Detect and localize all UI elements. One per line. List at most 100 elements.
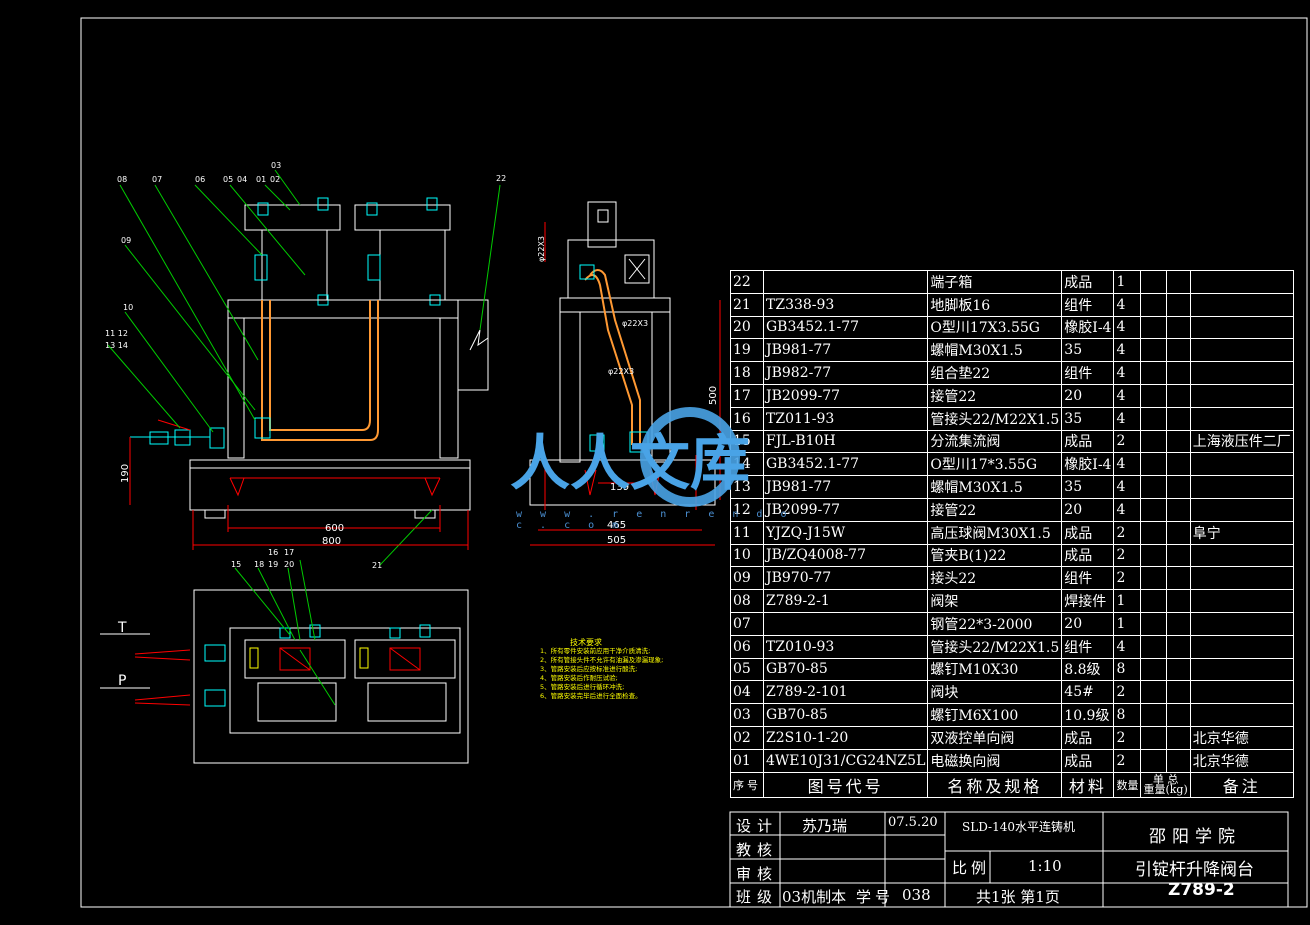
bom-cell-empty bbox=[1166, 703, 1191, 727]
bom-cell-code: GB70-85 bbox=[762, 703, 929, 727]
bom-cell-empty bbox=[1140, 657, 1168, 682]
bom-cell-empty bbox=[1166, 292, 1191, 317]
bom-cell-qty: 2 bbox=[1113, 748, 1142, 773]
dim-600: 600 bbox=[325, 523, 344, 534]
callout-07: 07 bbox=[152, 175, 162, 184]
bom-cell-name: 螺帽M30X1.5 bbox=[927, 475, 1063, 499]
dim-190: 190 bbox=[120, 464, 131, 483]
bom-cell-name: 阀架 bbox=[927, 589, 1063, 613]
bom-header-note: 备注 bbox=[1189, 771, 1294, 798]
bom-cell-material: 20 bbox=[1061, 497, 1115, 522]
bom-cell-name: O型川17*3.55G bbox=[927, 452, 1063, 477]
bom-cell-no: 05 bbox=[730, 657, 764, 682]
bom-cell-code: JB2099-77 bbox=[762, 383, 929, 408]
bom-cell-code: JB970-77 bbox=[762, 566, 929, 591]
bom-cell-name: O型川17X3.55G bbox=[927, 315, 1063, 340]
front-view bbox=[107, 169, 501, 566]
bom-cell-code: GB70-85 bbox=[762, 657, 929, 682]
callout-20: 20 bbox=[284, 560, 294, 569]
bom-cell-qty: 8 bbox=[1113, 657, 1142, 682]
bom-cell-empty bbox=[1166, 566, 1191, 591]
bom-cell-name: 组合垫22 bbox=[927, 361, 1063, 385]
callout-22: 22 bbox=[496, 174, 506, 183]
bom-cell-material: 10.9级 bbox=[1061, 703, 1115, 727]
bom-cell-code: GB3452.1-77 bbox=[762, 315, 929, 340]
watermark-logo: 人人文库 w w w . r e n r e n d o c . c o m bbox=[510, 405, 810, 531]
callout-02: 02 bbox=[270, 175, 280, 184]
bom-cell-note bbox=[1189, 292, 1294, 317]
bom-cell-material: 成品 bbox=[1061, 543, 1115, 568]
callout-08: 08 bbox=[117, 175, 127, 184]
bom-cell-name: 双液控单向阀 bbox=[927, 725, 1063, 750]
class-value: 03机制本 bbox=[782, 888, 847, 906]
bom-cell-name: 接管22 bbox=[927, 497, 1063, 522]
bom-cell-code: Z789-2-101 bbox=[762, 680, 929, 705]
bom-cell-material: 35 bbox=[1061, 406, 1115, 431]
bom-cell-qty: 1 bbox=[1113, 270, 1142, 294]
bom-cell-empty bbox=[1140, 315, 1168, 340]
bom-cell-no: 21 bbox=[730, 292, 764, 317]
bom-cell-note bbox=[1189, 497, 1294, 522]
callout-19: 19 bbox=[268, 560, 278, 569]
total-weight-label: 总 bbox=[1167, 772, 1179, 786]
bom-cell-qty: 8 bbox=[1113, 703, 1142, 727]
bom-cell-note bbox=[1189, 680, 1294, 705]
bom-cell-code bbox=[762, 270, 929, 294]
bom-cell-note bbox=[1189, 315, 1294, 340]
bom-header-name: 名称及规格 bbox=[927, 771, 1063, 798]
drawing-title: 引锭杆升降阀台 bbox=[1135, 860, 1254, 880]
bom-cell-empty bbox=[1140, 270, 1168, 294]
bom-cell-material: 组件 bbox=[1061, 361, 1115, 385]
bom-cell-empty bbox=[1166, 589, 1191, 613]
bom-cell-material: 组件 bbox=[1061, 292, 1115, 317]
bom-cell-empty bbox=[1140, 566, 1168, 591]
bom-cell-name: 螺帽M30X1.5 bbox=[927, 338, 1063, 363]
bom-cell-code bbox=[762, 611, 929, 636]
top-view bbox=[100, 559, 469, 764]
bom-cell-note: 北京华德 bbox=[1189, 725, 1294, 750]
bom-cell-empty bbox=[1166, 361, 1191, 385]
callout-17: 17 bbox=[284, 548, 294, 557]
bom-cell-name: 阀块 bbox=[927, 680, 1063, 705]
bom-cell-material: 焊接件 bbox=[1061, 589, 1115, 613]
bom-cell-name: 地脚板16 bbox=[927, 292, 1063, 317]
bom-cell-code: JB982-77 bbox=[762, 361, 929, 385]
bom-cell-empty bbox=[1140, 429, 1168, 454]
dim-505: 505 bbox=[607, 535, 626, 546]
dim-139: 139 bbox=[610, 482, 629, 493]
bom-cell-qty: 4 bbox=[1113, 406, 1142, 431]
side-view bbox=[529, 201, 721, 546]
dim-pipe-2: φ22X3 bbox=[622, 319, 648, 328]
bom-cell-empty bbox=[1140, 634, 1168, 659]
bom-cell-empty bbox=[1140, 725, 1168, 750]
callout-04: 04 bbox=[237, 175, 247, 184]
bom-cell-empty bbox=[1140, 543, 1168, 568]
drawing-number: Z789-2 bbox=[1168, 880, 1235, 900]
note-line: 2、所有管接头件不允许有油漏及渗漏现象; bbox=[540, 656, 664, 664]
sheet-count: 共1张 第1页 bbox=[976, 888, 1060, 906]
watermark-url: w w w . r e n r e n d o c . c o m bbox=[516, 509, 793, 531]
bom-cell-empty bbox=[1140, 748, 1168, 773]
callout-18: 18 bbox=[254, 560, 264, 569]
note-line: 6、管路安装完毕后进行全面检查。 bbox=[540, 692, 642, 700]
bom-cell-empty bbox=[1166, 748, 1191, 773]
bom-cell-empty bbox=[1166, 383, 1191, 408]
bom-cell-no: 11 bbox=[730, 520, 764, 545]
bom-cell-note bbox=[1189, 634, 1294, 659]
dim-800: 800 bbox=[322, 536, 341, 547]
bom-cell-material: 组件 bbox=[1061, 634, 1115, 659]
bom-cell-empty bbox=[1166, 406, 1191, 431]
bom-cell-code: Z2S10-1-20 bbox=[762, 725, 929, 750]
bom-cell-no: 22 bbox=[730, 270, 764, 294]
bom-cell-qty: 4 bbox=[1113, 315, 1142, 340]
scale-label: 比例 bbox=[952, 859, 991, 877]
